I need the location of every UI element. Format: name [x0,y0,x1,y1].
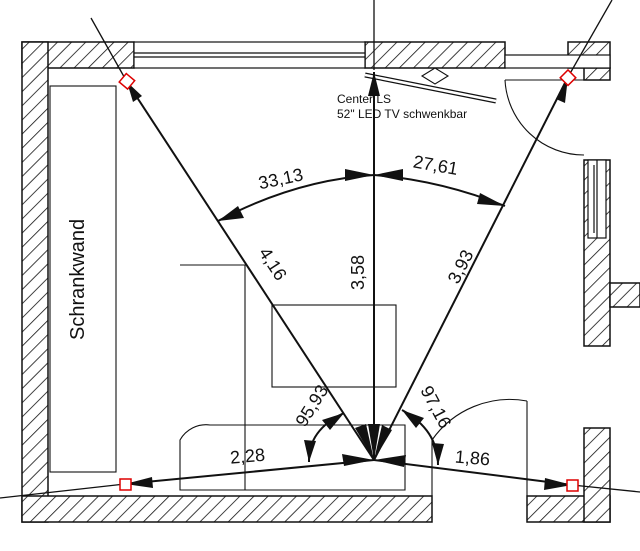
guide-lines [0,0,640,499]
label-wardrobe: Schrankwand [67,219,89,340]
speaker-rear-left [119,478,132,491]
speaker-rear-right [566,479,579,492]
window-top [133,41,611,69]
line-front-left [126,81,375,461]
label-center-speaker: Center LS [337,92,391,106]
tv-unit [364,67,497,104]
dim-rear-right: 1,86 [454,447,491,470]
arrowheads [125,72,572,490]
wall-bottom-left [21,495,433,523]
line-front-right [373,76,569,461]
wall-stub-right [609,282,640,308]
dim-rear-left: 2,28 [229,445,266,468]
wall-top-middle [364,41,506,69]
walls [21,41,640,523]
window-right [587,159,607,239]
speaker-front-left [118,72,136,91]
line-rear-right [373,459,573,486]
line-rear-left [124,459,375,485]
wall-right-lower [583,427,611,523]
label-tv: 52" LED TV schwenkbar [337,107,467,121]
dim-front-left: 4,16 [255,244,291,284]
furniture [49,67,497,491]
door-bottom [431,398,528,496]
dim-angle-right: 27,61 [412,151,460,179]
wall-right-upper [583,67,611,81]
coffee-table [271,304,397,388]
angle-arcs [217,173,506,466]
sofa [179,264,406,491]
distance-lines [124,72,573,486]
doors [431,79,585,496]
wardrobe [49,85,117,473]
dim-center: 3,58 [348,255,368,290]
speaker-front-right [559,68,577,87]
speakers [118,68,579,492]
wall-left [21,41,49,523]
door-top-right [504,79,585,156]
